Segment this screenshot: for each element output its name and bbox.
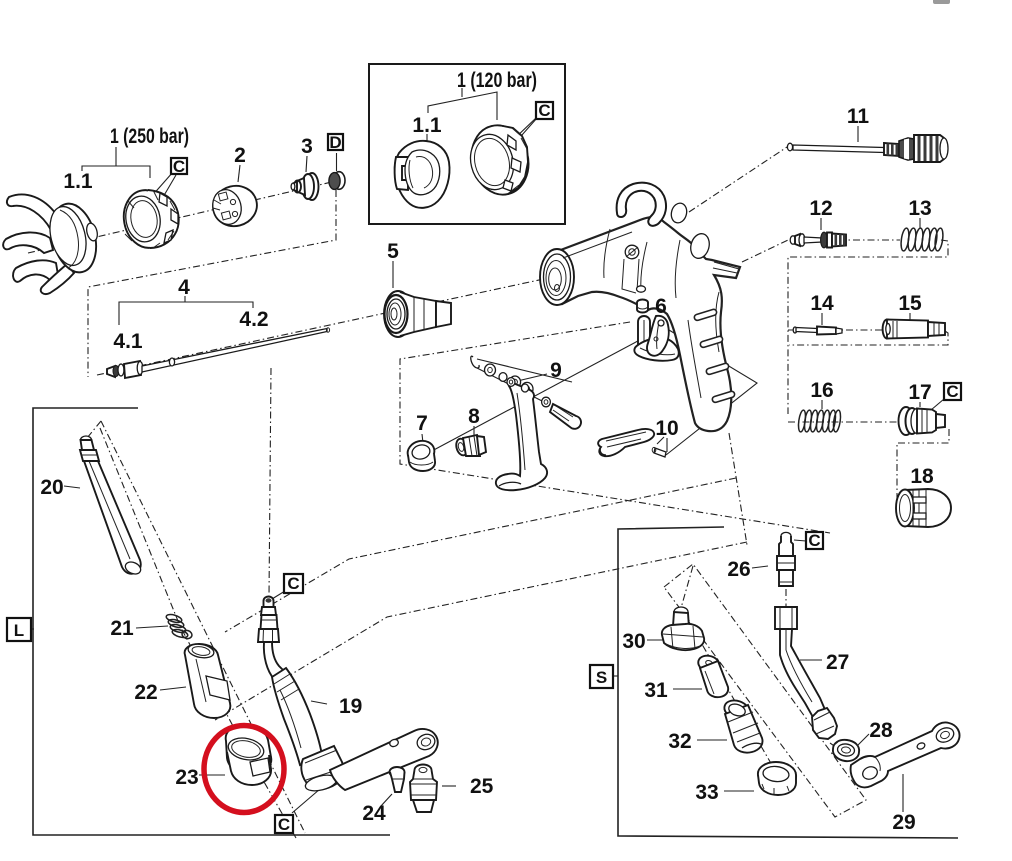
svg-text:22: 22 [134,681,157,704]
svg-text:S: S [596,668,607,687]
svg-text:L: L [14,621,24,640]
svg-text:26: 26 [727,558,750,581]
svg-text:5: 5 [387,240,399,263]
svg-text:23: 23 [175,766,198,789]
svg-text:C: C [946,382,958,401]
svg-text:10: 10 [655,417,678,440]
svg-text:17: 17 [908,381,931,404]
svg-text:4: 4 [178,276,190,299]
svg-text:27: 27 [826,651,849,674]
svg-text:1 (250 bar): 1 (250 bar) [110,125,189,148]
svg-text:32: 32 [668,730,691,753]
svg-text:8: 8 [468,405,480,428]
svg-text:33: 33 [695,781,718,804]
svg-text:6: 6 [655,295,667,318]
svg-text:9: 9 [550,359,562,382]
svg-text:29: 29 [892,811,915,834]
svg-text:1.1: 1.1 [412,114,442,137]
svg-text:13: 13 [908,197,931,220]
svg-text:24: 24 [362,802,386,825]
svg-text:14: 14 [810,292,834,315]
svg-text:18: 18 [910,465,934,488]
svg-text:15: 15 [898,292,922,315]
svg-text:C: C [287,574,299,593]
svg-text:30: 30 [622,630,645,653]
svg-text:C: C [538,101,550,120]
svg-text:21: 21 [110,617,134,640]
svg-text:28: 28 [869,719,893,742]
svg-text:20: 20 [40,476,63,499]
svg-text:C: C [278,815,290,834]
svg-text:25: 25 [470,775,494,798]
svg-text:C: C [173,157,185,176]
svg-text:12: 12 [809,197,832,220]
svg-text:19: 19 [339,695,362,718]
svg-text:1.1: 1.1 [63,170,93,193]
svg-text:1 (120 bar): 1 (120 bar) [457,69,537,92]
svg-text:3: 3 [301,135,313,158]
svg-text:16: 16 [810,379,833,402]
svg-text:2: 2 [234,144,246,167]
svg-text:4.1: 4.1 [113,330,143,353]
svg-text:4.2: 4.2 [239,308,268,331]
svg-text:C: C [808,531,820,550]
svg-text:D: D [329,133,341,152]
svg-text:11: 11 [847,105,870,128]
svg-text:31: 31 [644,679,668,702]
svg-text:7: 7 [416,412,428,435]
